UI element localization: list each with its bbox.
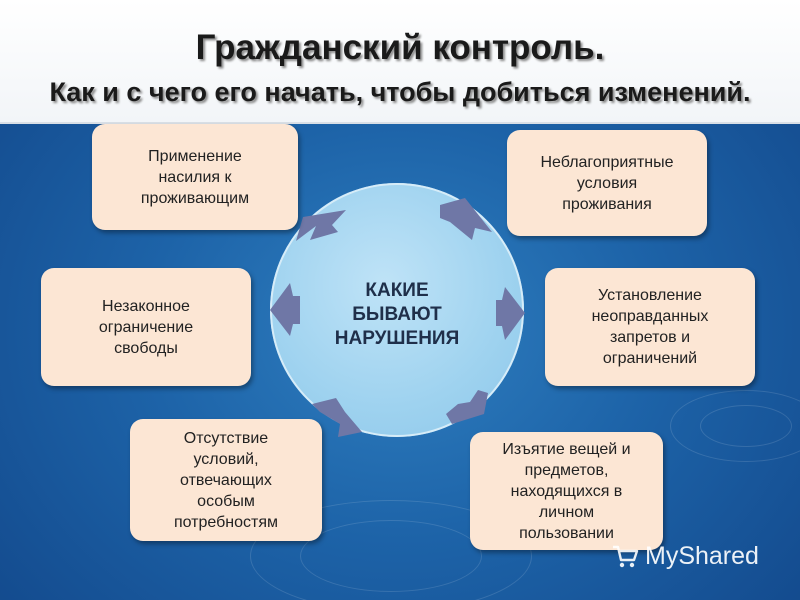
box-text-line: пользовании xyxy=(519,524,614,542)
box-text-line: проживающим xyxy=(140,189,250,207)
box-text-line: особым xyxy=(197,492,255,510)
box-text-line: отвечающих xyxy=(180,471,272,489)
box-text-line: предметов, xyxy=(524,461,609,479)
center-label: КАКИЕ БЫВАЮТ НАРУШЕНИЯ xyxy=(300,279,494,351)
box-text-line: свободы xyxy=(114,339,178,357)
box-text-line: Изъятие вещей и xyxy=(502,440,631,458)
slide-title: Гражданский контроль. xyxy=(195,28,605,67)
box-text-line: Неблагоприятные xyxy=(540,153,674,171)
arrow-bottom-left xyxy=(312,398,362,437)
arrow-left xyxy=(270,283,300,336)
box-text-line: запретов и xyxy=(609,329,691,346)
box-text-line: находящихся в xyxy=(510,482,623,500)
watermark: MyShared xyxy=(611,541,781,571)
box-violence: Применение насилия к проживающим xyxy=(92,124,298,230)
box-text-line: потребностям xyxy=(173,513,279,531)
arrow-bottom-right xyxy=(446,390,488,424)
box-freedom-restriction: Незаконное ограничение свободы xyxy=(41,268,251,386)
box-text-line: Установление xyxy=(598,287,702,304)
box-text-line: неоправданных xyxy=(591,308,709,325)
watermark-text: MyShared xyxy=(645,541,759,570)
arrow-top-left xyxy=(296,210,346,241)
arrow-right xyxy=(496,287,525,340)
center-line: НАРУШЕНИЯ xyxy=(334,328,460,349)
box-text-line: ограничение xyxy=(98,318,194,336)
center-line: БЫВАЮТ xyxy=(352,304,442,325)
box-living-conditions: Неблагоприятные условия проживания xyxy=(507,130,707,236)
box-belongings-seizure: Изъятие вещей и предметов, находящихся в… xyxy=(470,432,663,550)
cart-icon xyxy=(613,545,639,568)
slide-subtitle: Как и с чего его начать, чтобы добиться … xyxy=(49,77,751,107)
center-line: КАКИЕ xyxy=(365,280,429,301)
box-text-line: проживания xyxy=(562,195,652,213)
box-text-line: ограничений xyxy=(602,350,698,367)
box-unjustified-bans: Установление неоправданных запретов и ог… xyxy=(545,268,755,386)
header: Гражданский контроль. Как и с чего его н… xyxy=(0,0,800,124)
box-text-line: Незаконное xyxy=(102,297,190,315)
box-text-line: насилия к xyxy=(158,168,232,186)
box-text-line: Применение xyxy=(148,147,242,165)
arrow-top-right xyxy=(440,198,492,240)
box-text-line: условий, xyxy=(193,450,259,468)
box-text-line: Отсутствие xyxy=(183,429,269,447)
box-text-line: личном xyxy=(538,503,595,521)
ripple-decoration xyxy=(670,390,800,462)
box-special-needs: Отсутствие условий, отвечающих особым по… xyxy=(130,419,322,541)
box-text-line: условия xyxy=(576,174,638,192)
